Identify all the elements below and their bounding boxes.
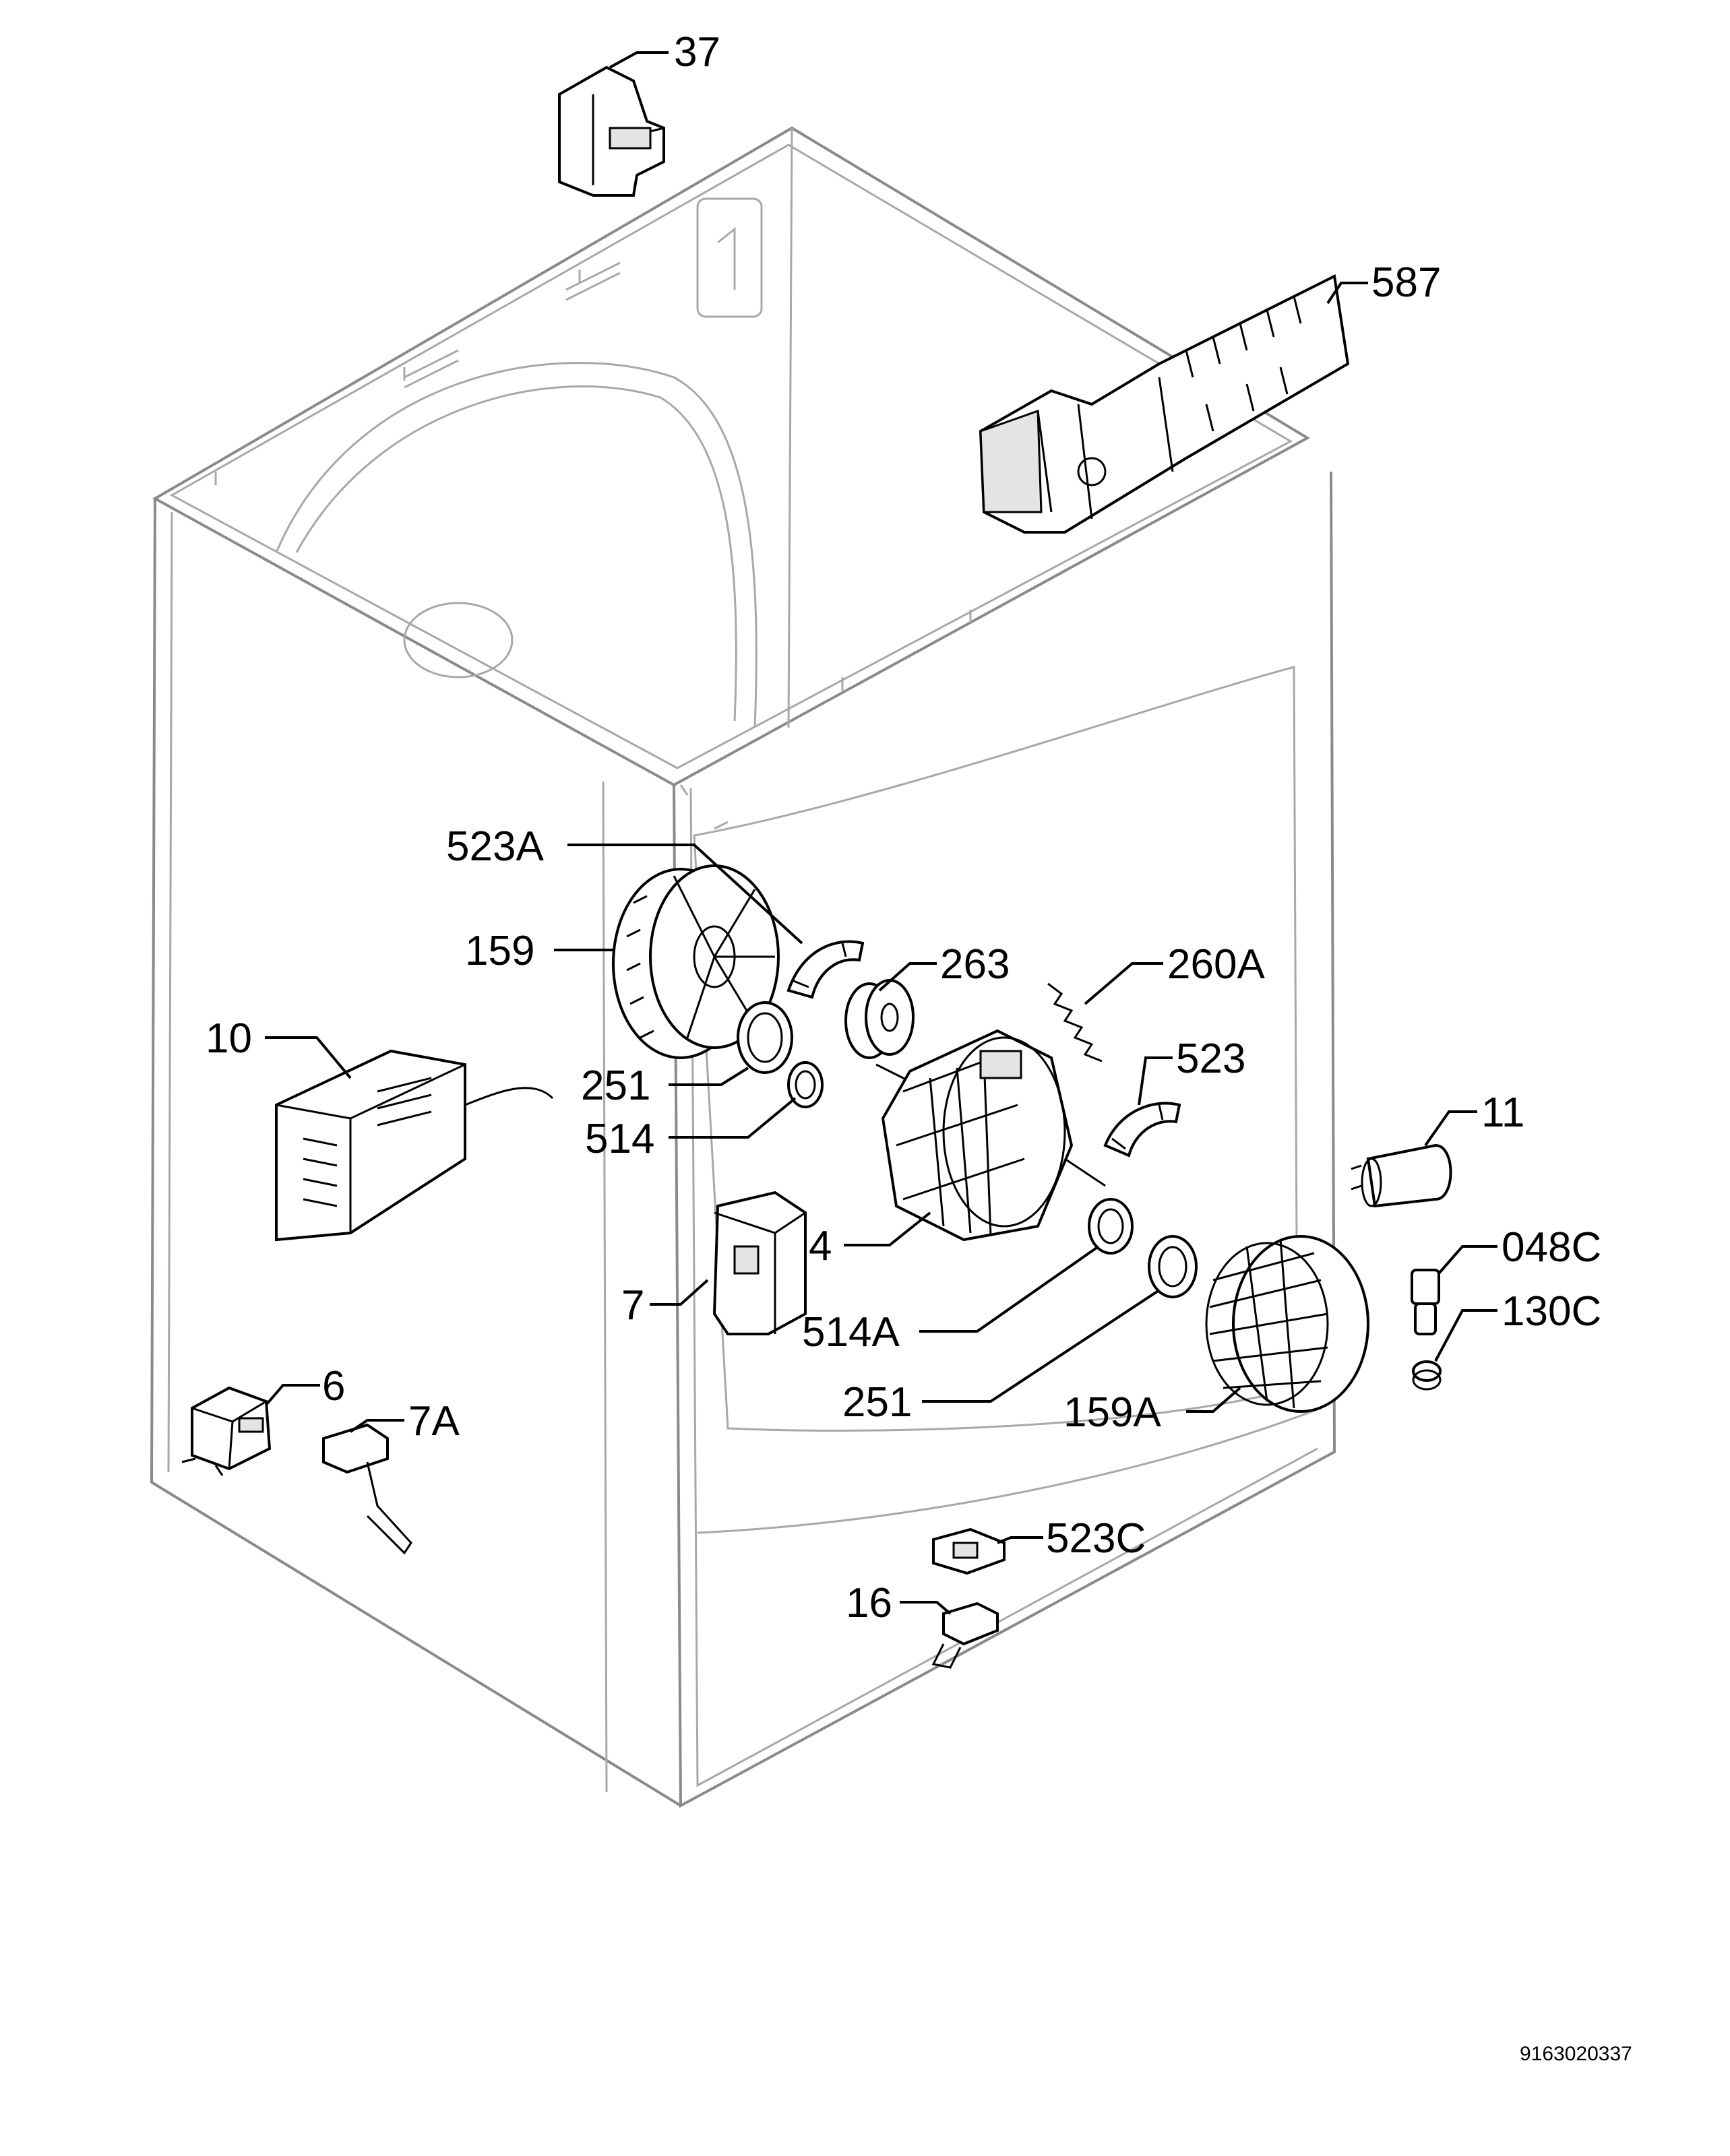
callout-11: 11 [1481,1089,1524,1136]
callout-251a: 251 [581,1063,650,1109]
callout-587: 587 [1371,259,1441,306]
part-251b-ring [1148,1235,1198,1298]
callout-514: 514 [585,1116,654,1162]
callout-251b: 251 [842,1379,912,1426]
callout-labels: 37 587 523A 159 263 260A 10 251 514 523 … [206,29,1632,2065]
part-130C-grommet [1412,1360,1442,1391]
part-514-ring [787,1061,824,1108]
part-7A-microswitch [322,1423,412,1555]
callout-514A: 514A [802,1309,900,1356]
callout-4: 4 [809,1223,832,1269]
callout-159A: 159A [1063,1389,1161,1436]
part-16-switch [931,1602,999,1669]
part-523C-bracket [932,1527,1006,1575]
callout-523C: 523C [1046,1515,1146,1562]
part-11-capacitor [1351,1143,1452,1208]
part-4-motor [875,1029,1106,1242]
dryer-cabinet [150,126,1336,1808]
callout-7: 7 [621,1282,644,1329]
part-048C-sensor [1411,1269,1440,1335]
part-260A-spring [1047,982,1103,1063]
callout-159: 159 [465,928,534,974]
callout-263: 263 [940,941,1010,988]
part-523-bearing-shell [1103,1102,1181,1158]
part-159A-fan [1205,1235,1369,1413]
callout-16: 16 [846,1580,892,1626]
part-523A-bearing-shell [786,940,865,999]
part-263-pulley [844,979,915,1059]
part-37-switch [558,65,665,197]
callout-7A: 7A [408,1398,460,1445]
callout-37: 37 [674,29,720,75]
callout-523A: 523A [446,823,544,870]
callout-6: 6 [322,1363,345,1409]
callout-523: 523 [1176,1036,1245,1082]
callout-10: 10 [206,1015,252,1062]
document-number: 9163020337 [1520,2043,1632,2065]
part-251a-ring [737,1001,793,1074]
part-514A-ring [1088,1198,1134,1255]
callout-130C: 130C [1502,1288,1601,1335]
part-7-door-lock [712,1191,807,1335]
leader-lines [265,51,1497,1615]
part-6-block [181,1386,272,1476]
callout-260A: 260A [1167,941,1265,988]
callout-048C: 048C [1502,1224,1601,1271]
part-10-heater [275,1049,554,1242]
part-587-control-board [979,274,1350,534]
part-159-wheel [612,864,780,1059]
